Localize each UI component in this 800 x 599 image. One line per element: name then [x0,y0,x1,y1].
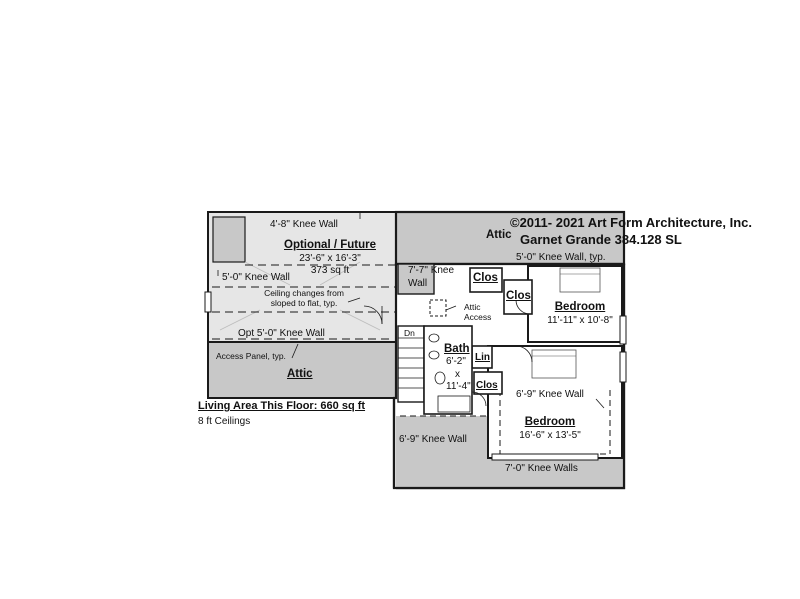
attic-left-label: Attic [287,368,313,380]
ceiling-lines [212,264,396,340]
left-window [204,291,212,313]
bedroom-2-title: Bedroom [524,416,576,428]
attic-access-note-2: Access [464,312,492,322]
attic-corner-box [212,216,246,263]
closet-a-label: Clos [473,272,498,284]
knee-wall-7-7-note-1: 7'-7" Knee [408,265,455,276]
bedroom-1-title: Bedroom [554,301,606,313]
copyright-text: ©2011- 2021 Art Form Architecture, Inc. [510,215,752,230]
sink-1 [428,333,440,343]
opt-knee-wall-note: Opt 5'-0" Knee Wall [238,328,325,339]
bedroom-2-bed [531,349,577,379]
knee-wall-5-0-typ-note: 5'-0" Knee Wall, typ. [516,252,606,263]
attic-top-label: Attic [486,229,512,241]
closet-a [469,267,503,293]
sink-2 [428,350,440,360]
closet-c-label: Clos [476,380,498,391]
bath-dim-width: 6'-2" [446,356,466,367]
stair-down-label: Dn [404,328,415,338]
upper-attic-area [394,210,626,266]
attic-access-hatch [429,299,447,317]
closet-c [473,371,503,395]
bath-dim-x: x [455,369,460,380]
knee-wall-4-8-note: 4'-8" Knee Wall [270,219,338,230]
ceiling-change-note-2: sloped to flat, typ. [270,298,338,308]
optional-future-dims: 23'-6" x 16'-3" [299,253,361,264]
bedroom-1-dims: 11'-11" x 10'-8" [547,315,613,326]
bottom-window [491,453,599,461]
ceiling-change-note-1: Ceiling changes from [264,288,344,298]
bath-room [423,325,473,415]
access-panel-note: Access Panel, typ. [216,351,286,361]
optional-future-title: Optional / Future [284,239,376,251]
toilet [434,371,446,385]
bedroom-1-bed [559,267,601,293]
bath-title: Bath [444,343,470,355]
plan-name: Garnet Grande 384.128 SL [520,232,682,247]
closet-b-label: Clos [506,290,531,302]
bath-dim-length: 11'-4" [446,381,471,392]
optional-future-area-label: 373 sq ft [310,265,350,276]
knee-wall-attic-small [397,263,435,295]
knee-wall-6-9-a-note: 6'-9" Knee Wall [516,389,584,400]
knee-wall-7-7-note-2: Wall [408,278,428,289]
knee-wall-6-9-b-note: 6'-9" Knee Wall [399,434,467,445]
bottom-attic-strip [488,458,600,488]
lower-left-attic [396,416,488,488]
tub [437,395,471,413]
attic-left-area [207,341,397,399]
ceiling-height-note: 8 ft Ceilings [198,416,251,427]
closet-b [503,279,533,315]
right-window-2 [619,351,627,383]
linen-label: Lin [475,352,490,363]
roof-slope-lines [219,261,381,331]
knee-walls-7-0-note: 7'-0" Knee Walls [505,463,578,474]
bedroom-2-dims: 16'-6" x 13'-5" [519,430,581,441]
attic-access-note-1: Attic [464,302,481,312]
right-window-1 [619,315,627,345]
living-area-summary: Living Area This Floor: 660 sq ft [198,400,366,412]
knee-wall-5-0-left-note: 5'-0" Knee Wall [222,272,290,283]
